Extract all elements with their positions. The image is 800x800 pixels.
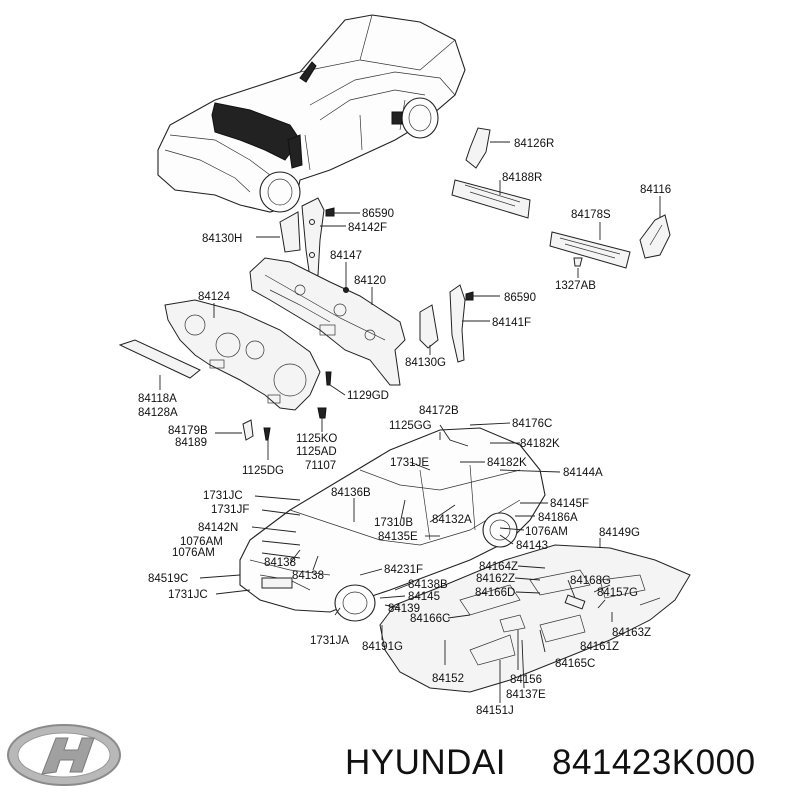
part-84124-insulator — [164, 299, 321, 411]
part-label: 84179B — [168, 425, 208, 437]
part-84147-clip — [343, 287, 349, 293]
part-label: 71107 — [305, 460, 336, 472]
floor-mat — [379, 544, 691, 693]
part-label: 84144A — [563, 467, 603, 479]
part-label: 1731JE — [390, 457, 429, 469]
part-label: 1731JC — [168, 589, 208, 601]
part-label: 1125DG — [242, 465, 284, 477]
part-label: 84145F — [550, 498, 589, 510]
part-84188r — [451, 179, 531, 219]
part-label: 1076AM — [172, 547, 215, 559]
part-label: 84149G — [599, 527, 640, 539]
part-84130h — [279, 211, 301, 253]
part-84126r — [465, 127, 510, 169]
part-label: 84130H — [202, 233, 242, 245]
part-label: 84132A — [432, 514, 472, 526]
part-label: 84126R — [514, 138, 554, 150]
hyundai-logo — [7, 724, 121, 786]
part-label: 1129GD — [347, 390, 389, 402]
part-84116 — [639, 214, 671, 259]
part-label: 84136B — [331, 487, 371, 499]
part-label: 84165C — [555, 658, 595, 670]
part-label: 1731JC — [203, 490, 243, 502]
part-84130g — [419, 304, 439, 349]
part-84142f-pillar — [301, 197, 325, 279]
part-84178s — [549, 231, 631, 269]
part-1327ab — [573, 257, 583, 267]
part-label: 84178S — [571, 209, 611, 221]
clip-86590-b — [465, 291, 474, 301]
part-label: 84138 — [292, 570, 324, 582]
part-84118a-strip — [118, 339, 201, 379]
part-label: 84147 — [330, 250, 362, 262]
part-label: 84124 — [198, 291, 231, 303]
part-label: 84143 — [516, 540, 548, 552]
part-label: 84164Z — [479, 561, 518, 573]
part-label: 84135E — [378, 531, 418, 543]
part-label: 1076AM — [180, 536, 223, 548]
part-label: 84163Z — [612, 627, 651, 639]
part-label: 84156 — [510, 674, 542, 686]
part-1129gd-bolt — [325, 371, 332, 386]
part-label: 84120 — [354, 275, 386, 287]
part-label: 84145 — [408, 591, 440, 603]
part-label: 84141F — [492, 317, 531, 329]
part-label: 84166D — [475, 587, 515, 599]
part-label: 86590 — [362, 208, 394, 220]
part-label: 1076AM — [525, 526, 568, 538]
part-label: 84161Z — [580, 641, 619, 653]
part-label: 84176C — [512, 418, 552, 430]
part-label: 1125AD — [296, 446, 337, 458]
top-car-illustration — [157, 14, 466, 213]
part-label: 84130G — [405, 357, 446, 369]
part-label: 84151J — [476, 705, 514, 717]
part-label: 84162Z — [476, 573, 515, 585]
part-label: 1125KO — [296, 433, 337, 445]
part-label: 1731JA — [310, 635, 349, 647]
part-label: 84138 — [264, 557, 296, 569]
part-label: 84128A — [138, 407, 178, 419]
part-84120-dash-panel — [249, 257, 406, 386]
part-label: 84188R — [502, 172, 542, 184]
part-label: 84116 — [640, 184, 671, 196]
part-label: 84182K — [520, 438, 560, 450]
part-number: 841423K000 — [552, 743, 756, 782]
part-label: 84186A — [538, 512, 578, 524]
part-label: 84191G — [362, 641, 403, 653]
part-label: 1125GG — [389, 420, 432, 432]
part-label: 1327AB — [555, 280, 596, 292]
leader-lines — [159, 141, 661, 703]
part-label: 84166C — [410, 613, 450, 625]
part-label: 84137E — [506, 689, 546, 701]
part-label: 84172B — [419, 405, 459, 417]
brand-name: HYUNDAI — [345, 743, 506, 782]
part-84141f-pillar — [449, 284, 466, 363]
clip-86590-a — [325, 207, 335, 217]
part-label: 84142F — [348, 222, 387, 234]
part-label: 84168G — [570, 575, 611, 587]
part-label: 86590 — [504, 292, 536, 304]
part-label: 84182K — [487, 457, 527, 469]
part-label: 84189 — [175, 437, 207, 449]
part-label: 84118A — [138, 393, 177, 405]
part-label: 84138B — [408, 579, 448, 591]
part-label: 84139 — [388, 603, 420, 615]
part-labels: 84126R 84188R 84116 84178S 86590 84142F … — [138, 138, 671, 717]
part-label: 84142N — [198, 522, 238, 534]
part-1125ko-clip — [317, 407, 327, 419]
part-label: 1731JF — [211, 504, 249, 516]
part-label: 1731JB — [374, 517, 413, 529]
part-label: 84231F — [384, 564, 423, 576]
lower-car-illustration — [239, 427, 546, 622]
part-label: 84519C — [148, 573, 188, 585]
part-84179b-bracket — [242, 419, 254, 441]
part-1125dg-bolt — [263, 427, 271, 441]
part-label: 84157G — [597, 587, 638, 599]
part-label: 84152 — [432, 673, 464, 685]
